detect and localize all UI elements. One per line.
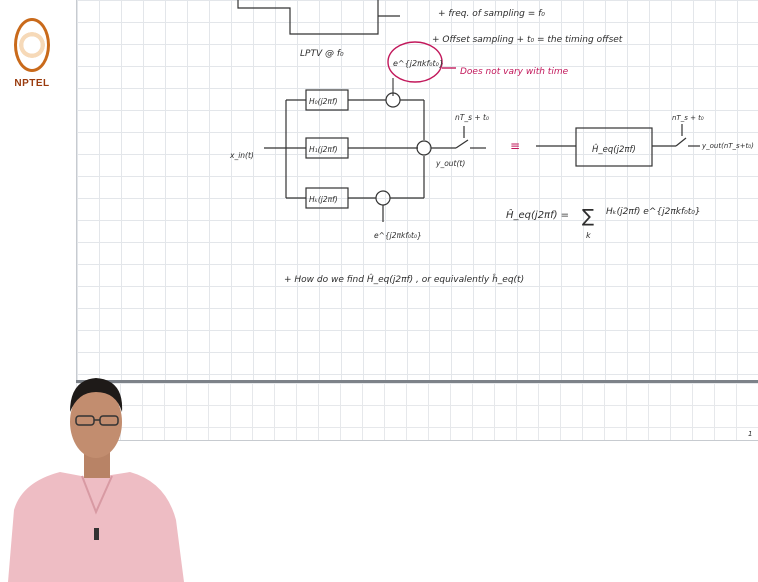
sample-label-2: nT_s + t₀ <box>672 114 704 122</box>
page-marker: 1 <box>748 430 752 438</box>
note-line-2: + Offset sampling + t₀ = the timing offs… <box>432 35 623 45</box>
out-label: y_out(t) <box>435 159 465 168</box>
exp-bottom: e^{j2πkf₀t₀} <box>374 231 422 240</box>
top-block <box>238 0 400 34</box>
filter-h1: H₁(j2πf) <box>309 145 338 154</box>
filter-hk: Hₖ(j2πf) <box>309 195 338 204</box>
filter-bank-diagram <box>264 90 486 222</box>
top-block-label: LPTV @ f₀ <box>300 49 344 59</box>
filter-h0: H₀(j2πf) <box>309 97 338 106</box>
input-label: x_in(t) <box>229 151 254 160</box>
sample-label: nT_s + t₀ <box>455 113 489 122</box>
instructor-video <box>0 360 190 582</box>
equation-index: k <box>586 231 591 240</box>
out-label-2: y_out(nT_s+t₀) <box>701 142 754 150</box>
instructor-shirt <box>8 472 184 582</box>
equiv-sign: ≡ <box>510 139 520 153</box>
question-line: + How do we find Ĥ_eq(j2πf) , or equival… <box>284 273 524 285</box>
red-note: Does not vary with time <box>460 67 569 77</box>
heq-block: Ĥ_eq(j2πf) <box>592 143 636 155</box>
equation-lhs: Ĥ_eq(j2πf) = <box>506 208 569 221</box>
exp-term: e^{j2πkf₀t₀} <box>393 59 444 68</box>
note-line-1: + freq. of sampling = f₀ <box>438 9 545 19</box>
equation-rhs: Hₖ(j2πf) e^{j2πkf₀t₀} <box>606 207 701 217</box>
equation-sum: ∑ <box>582 206 594 227</box>
lapel-mic-icon <box>94 528 99 540</box>
